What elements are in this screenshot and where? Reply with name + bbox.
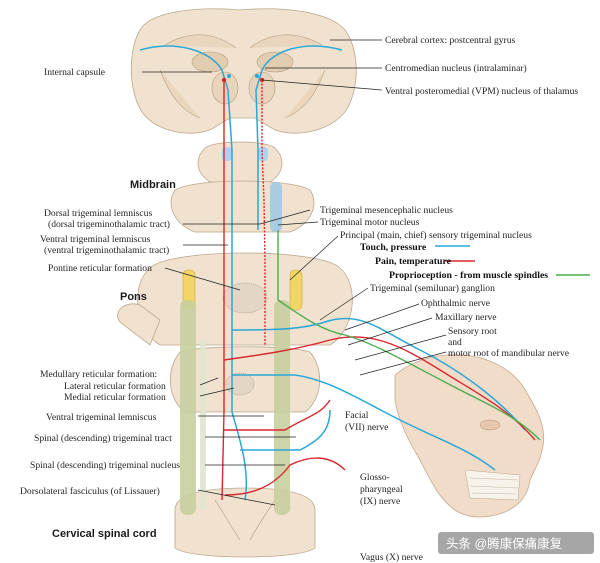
watermark: 头条 @腾康保痛康复 xyxy=(438,532,594,554)
label-internal-capsule: Internal capsule xyxy=(44,67,105,78)
label-cortex: Cerebral cortex: postcentral gyrus xyxy=(385,35,516,46)
descending-tracts xyxy=(180,300,290,515)
label-dorsal-lemniscus: Dorsal trigeminal lemniscus xyxy=(44,208,152,219)
proprioception-pathway xyxy=(277,230,541,441)
label-midbrain: Midbrain xyxy=(130,179,176,191)
label-proprioception: Proprioception - from muscle spindles xyxy=(389,270,548,281)
label-ventral-lemniscus-lower: Ventral trigeminal lemniscus xyxy=(46,412,157,423)
label-motor-nucleus: Trigeminal motor nucleus xyxy=(320,217,420,228)
label-spinal-tract: Spinal (descending) trigeminal tract xyxy=(34,433,172,444)
label-principal: Principal (main, chief) sensory trigemin… xyxy=(340,230,532,241)
label-medullary-reticular: Medullary reticular formation: xyxy=(40,369,157,380)
label-glosso-nerve: (IX) nerve xyxy=(360,496,400,507)
nuclei-markers xyxy=(221,74,265,83)
labels: Cerebral cortex: postcentral gyrus Inter… xyxy=(20,35,578,563)
label-mesencephalic: Trigeminal mesencephalic nucleus xyxy=(320,205,453,216)
label-ophthalmic: Ophthalmic nerve xyxy=(421,298,490,309)
label-pain: Pain, temperature xyxy=(375,256,452,267)
label-medial-reticular: Medial reticular formation xyxy=(64,392,166,403)
label-motor-root: motor root of mandibular nerve xyxy=(448,348,569,359)
label-glosso: Glosso- xyxy=(360,472,390,483)
label-pontine-reticular: Pontine reticular formation xyxy=(48,263,152,274)
label-maxillary: Maxillary nerve xyxy=(435,312,497,323)
label-facial-nerve: (VII) nerve xyxy=(345,422,388,433)
pons-section xyxy=(117,252,353,346)
label-vpm: Ventral posteromedial (VPM) nucleus of t… xyxy=(385,86,578,97)
label-pons: Pons xyxy=(120,291,147,303)
legend-swatches xyxy=(435,245,590,276)
label-facial: Facial xyxy=(345,410,369,421)
face-illustration xyxy=(394,354,545,518)
label-dorsal-lemniscus-tract: (dorsal trigeminothalamic tract) xyxy=(48,219,170,230)
label-pharyngeal: pharyngeal xyxy=(360,484,403,495)
label-touch: Touch, pressure xyxy=(360,242,427,253)
label-ventral-lemniscus: Ventral trigeminal lemniscus xyxy=(40,234,151,245)
watermark-text: 头条 @腾康保痛康复 xyxy=(446,536,563,551)
leader-lines xyxy=(142,39,447,506)
label-centromedian: Centromedian nucleus (intralaminar) xyxy=(385,63,527,74)
label-and: and xyxy=(448,337,462,348)
label-lateral-reticular: Lateral reticular formation xyxy=(64,381,166,392)
label-dorsolateral: Dorsolateral fasciculus (of Lissauer) xyxy=(20,486,160,497)
brain-section xyxy=(130,8,357,134)
label-ventral-lemniscus-tract: (ventral trigeminothalamic tract) xyxy=(44,245,169,256)
label-spinal-nucleus: Spinal (descending) trigeminal nucleus xyxy=(30,460,180,471)
label-cervical: Cervical spinal cord xyxy=(52,528,157,540)
label-ganglion: Trigeminal (semilunar) ganglion xyxy=(370,283,495,294)
midbrain-section xyxy=(170,141,315,233)
label-sensory-root: Sensory root xyxy=(448,326,497,337)
label-vagus: Vagus (X) nerve xyxy=(360,552,423,563)
touch-pressure-pathway xyxy=(139,45,526,501)
pain-temperature-pathway xyxy=(221,80,536,501)
